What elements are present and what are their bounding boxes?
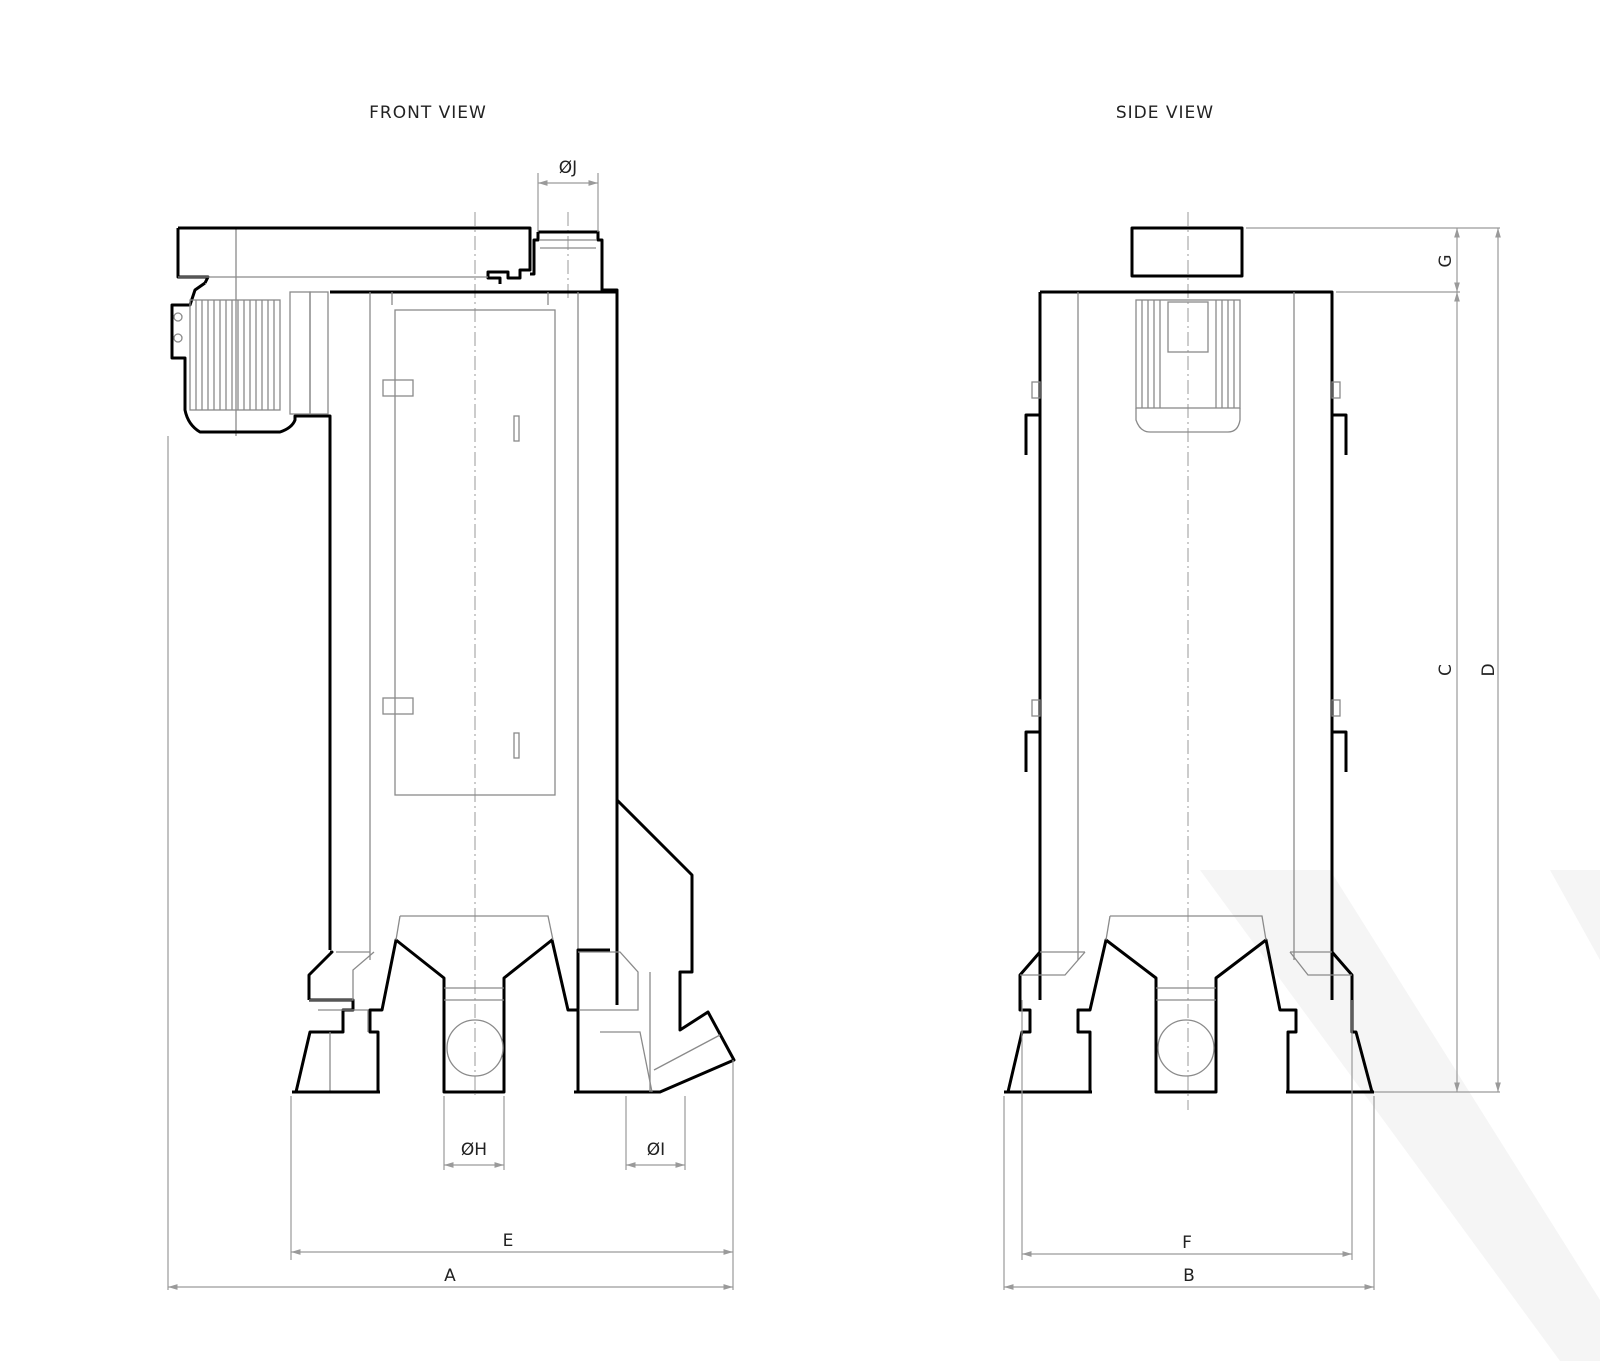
side-brackets bbox=[1024, 381, 1348, 772]
door-handle bbox=[513, 415, 520, 442]
door-handle bbox=[513, 732, 520, 759]
dim-c-label: C bbox=[1436, 664, 1456, 676]
dim-e-label: E bbox=[503, 1231, 514, 1251]
side-view-title: SIDE VIEW bbox=[1116, 103, 1214, 123]
dim-f-label: F bbox=[1182, 1233, 1192, 1253]
dimension-lines: ØJ ØH ØI E A F B G C D bbox=[168, 158, 1501, 1290]
dim-i-label: ØI bbox=[647, 1140, 665, 1160]
hinge-icon bbox=[382, 697, 414, 715]
dim-h-label: ØH bbox=[461, 1140, 487, 1160]
dim-j-label: ØJ bbox=[559, 158, 577, 178]
watermark-shape bbox=[1200, 870, 1600, 1361]
hinge-icon bbox=[382, 379, 414, 397]
front-view bbox=[167, 173, 736, 1290]
dim-d-label: D bbox=[1479, 663, 1499, 676]
dim-g-label: G bbox=[1436, 254, 1456, 267]
motor-fins bbox=[195, 300, 275, 410]
dim-a-label: A bbox=[444, 1266, 456, 1286]
access-door bbox=[394, 309, 556, 796]
dim-b-label: B bbox=[1183, 1266, 1195, 1286]
front-view-title: FRONT VIEW bbox=[369, 103, 487, 123]
side-view bbox=[1003, 212, 1500, 1290]
